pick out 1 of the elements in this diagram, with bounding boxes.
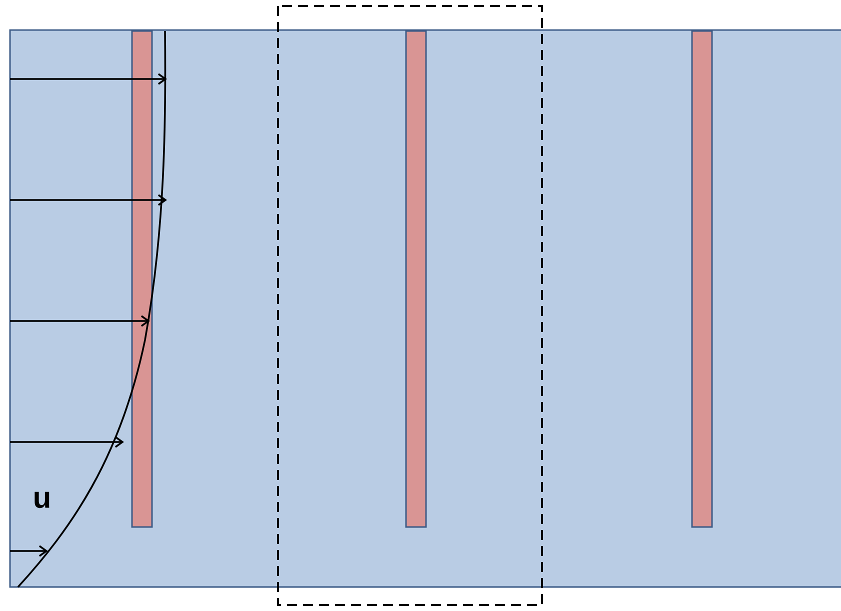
variable-label: u bbox=[34, 492, 50, 508]
